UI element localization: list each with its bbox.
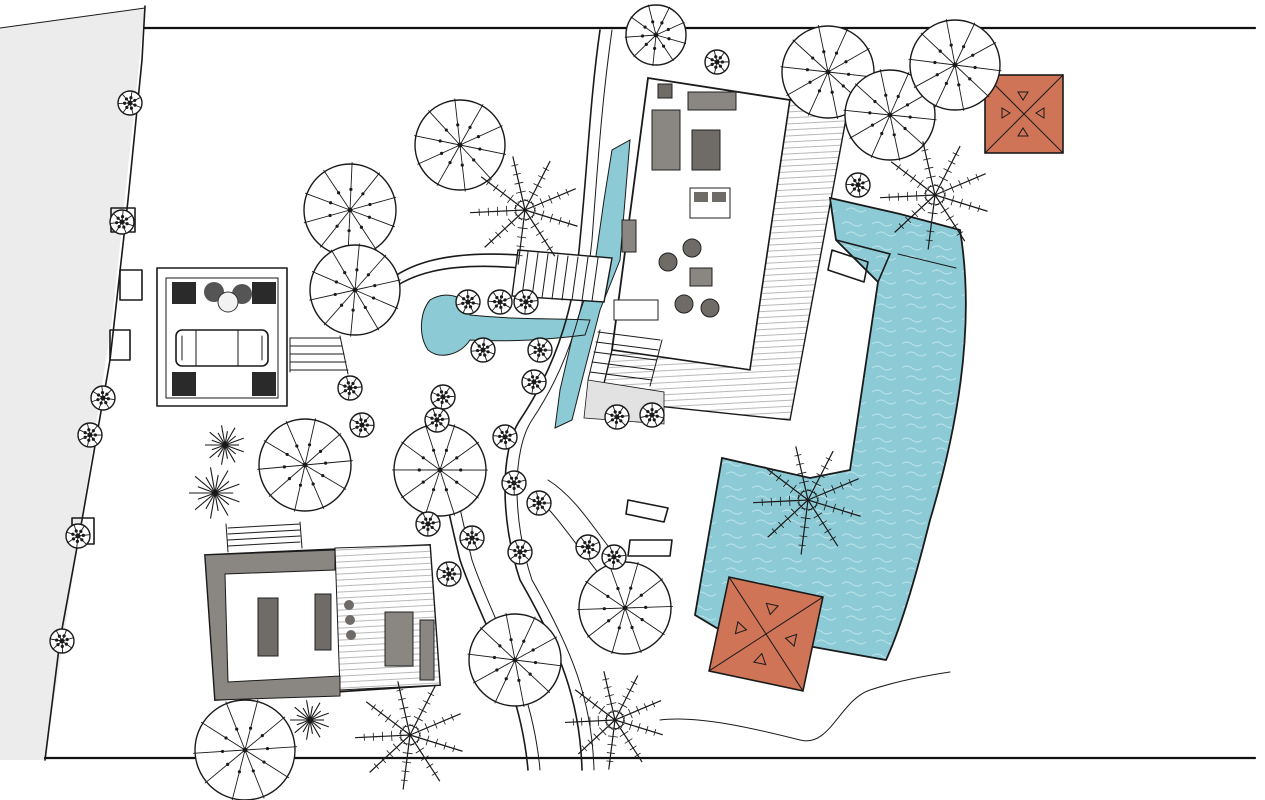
small-tree-icon [65,523,91,549]
palm-trees [355,141,988,790]
small-tree-icon [507,539,533,565]
canopy-tree-icon [193,699,297,800]
small-tree-icon [117,90,143,116]
lawn-edge [659,671,951,742]
small-trees [49,49,871,654]
small-tree-icon [436,561,462,587]
palm-icon [355,681,463,790]
shrub-icon [205,425,244,465]
pavilion-furniture [613,83,737,321]
small-tree-icon [601,544,627,570]
small-tree-icon [604,404,630,430]
carport-outline [156,267,288,407]
service-building [204,521,441,701]
canopy-tree-icon [257,418,353,512]
small-tree-icon [527,337,553,363]
canopy-tree-icon [414,98,506,192]
small-tree-icon [337,375,363,401]
footbridge [511,249,613,303]
sun-lounger-icon [625,249,869,557]
canopy-tree-icon [309,243,401,337]
hip-roof-icon [984,74,1064,154]
palm-icon [470,156,578,265]
shrub-icon [189,467,240,519]
carport [156,267,288,407]
palm-icon [753,446,861,555]
palm-icon [565,671,663,770]
canopy-tree-icon [467,612,563,708]
small-tree-icon [521,369,547,395]
small-tree-icon [424,407,450,433]
canopy-tree-icon [392,423,488,517]
small-tree-icon [49,628,75,654]
shrubs [189,425,329,740]
canopy-tree-icon [624,4,687,67]
canopy-tree-icon [843,69,937,161]
small-tree-icon [513,289,539,315]
canopy-tree-icon [577,561,673,655]
small-tree-icon [415,511,441,537]
small-tree-icon [349,412,375,438]
shrub-icon [290,700,329,740]
small-tree-icon [845,172,871,198]
small-tree-icon [470,337,496,363]
small-tree-icon [487,289,513,315]
canopy-tree-icon [303,162,397,258]
small-tree-icon [575,534,601,560]
canopy-trees [193,4,1002,800]
small-tree-icon [704,49,730,75]
small-tree-icon [492,424,518,450]
small-tree-icon [109,209,135,235]
main-pavilion [583,76,849,425]
small-tree-icon [430,384,456,410]
small-tree-icon [501,470,527,496]
small-tree-icon [526,490,552,516]
canopy-tree-icon [908,18,1002,112]
small-tree-icon [455,289,481,315]
carport-steps [289,335,349,375]
road [0,8,145,760]
palm-icon [880,141,988,250]
hip-roof-icon [708,576,824,692]
small-tree-icon [639,402,665,428]
small-tree-icon [459,525,485,551]
car-icon [175,329,269,367]
small-tree-icon [90,385,116,411]
small-tree-icon [77,422,103,448]
